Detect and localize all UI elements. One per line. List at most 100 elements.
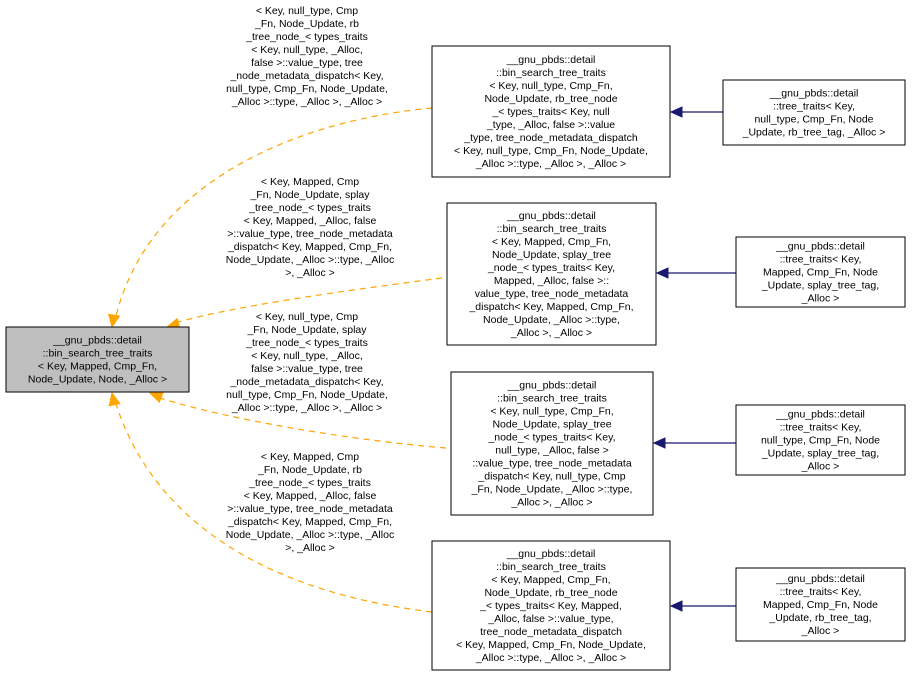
edge-label-line: < Key, Mapped, Cmp [261,451,359,463]
class-node-mid2[interactable]: __gnu_pbds::detail::bin_search_tree_trai… [446,202,657,346]
class-node-root[interactable]: __gnu_pbds::detail::bin_search_tree_trai… [5,326,190,393]
class-node-line: __gnu_pbds::detail [506,548,596,560]
template-arrowhead-icon [108,391,121,407]
class-node-line: null_type, Cmp_Fn, Node [754,114,873,126]
template-instantiation-edge [115,403,433,613]
class-node-line: _Update, splay_tree_tag, [761,448,879,460]
edge-label-line: < Key, null_type, Cmp [256,5,358,17]
edge-label-line: _node_metadata_dispatch< Key, [229,376,383,388]
class-node-line: Node_Update, rb_tree_node [484,93,617,105]
class-node-mid1[interactable]: __gnu_pbds::detail::bin_search_tree_trai… [431,45,671,178]
class-node-line: _< types_traits< Key, Mapped, [479,600,622,612]
class-node-line: _Update, rb_tree_tag, _Alloc > [742,127,886,139]
class-node-line: null_type, _Alloc, false > [495,445,609,457]
class-node-line: __gnu_pbds::detail [506,210,596,222]
class-node-line: _type, tree_node_metadata_dispatch [463,132,638,144]
class-node-line: __gnu_pbds::detail [775,241,865,253]
edge-label-line: >::value_type, tree_node_metadata [227,228,393,240]
class-node-right3[interactable]: __gnu_pbds::detail::tree_traits< Key,nul… [735,404,906,476]
class-node-line: _Alloc >::type, _Alloc >, _Alloc > [475,652,626,664]
inheritance-arrowhead-icon [669,106,683,118]
class-node-line: __gnu_pbds::detail [775,573,865,585]
class-node-right2[interactable]: __gnu_pbds::detail::tree_traits< Key,Map… [735,236,906,308]
class-node-line: Mapped, Cmp_Fn, Node [763,267,878,279]
template-arrowhead-icon [148,391,164,404]
template-arrowhead-icon [107,313,121,329]
class-node-line: _type, _Alloc, false >::value [486,119,615,131]
class-node-line: ::tree_traits< Key, [780,586,862,598]
class-node-line: _Alloc >, _Alloc > [510,327,592,339]
class-node-line: Node_Update, _Alloc >::type, [483,314,620,326]
inheritance-arrowhead-icon [652,437,666,449]
edge-label-line: _Alloc >::type, _Alloc >, _Alloc > [231,402,382,414]
edge-label-line: false >::value_type, tree [251,363,363,375]
inheritance-arrowhead-icon [669,600,683,612]
class-node-right4[interactable]: __gnu_pbds::detail::tree_traits< Key,Map… [735,567,906,642]
edge-labels-layer: < Key, null_type, Cmp_Fn, Node_Update, r… [226,5,394,554]
class-node-line: Mapped, _Alloc, false >:: [494,275,609,287]
template-instantiation-edge [159,397,447,449]
edge-label-line: Node_Update, _Alloc >::type, _Alloc [226,529,394,541]
class-node-line: ::bin_search_tree_traits [497,393,607,405]
class-node-line: _< types_traits< Key, null [491,106,609,118]
edge-label-line: _tree_node_< types_traits [245,337,368,349]
class-node-line: < Key, Mapped, Cmp_Fn, [492,236,611,248]
edge-label-line: _Fn, Node_Update, rb [257,464,362,476]
edge-label-mid1: < Key, null_type, Cmp_Fn, Node_Update, r… [226,5,388,108]
edge-label-line: _dispatch< Key, Mapped, Cmp_Fn, [227,241,392,253]
edge-label-line: >, _Alloc > [285,542,335,554]
edge-label-line: < Key, null_type, Cmp [256,311,358,323]
class-node-line: ::bin_search_tree_traits [43,348,153,360]
class-node-box [735,236,906,308]
class-node-line: ::value_type, tree_node_metadata [472,458,632,470]
class-node-line: < Key, Mapped, Cmp_Fn, Node_Update, [456,639,646,651]
edge-label-line: _Fn, Node_Update, rb [254,18,359,30]
class-node-line: ::tree_traits< Key, [780,422,862,434]
class-node-box [450,371,654,516]
edge-label-mid2: < Key, Mapped, Cmp_Fn, Node_Update, spla… [226,176,394,279]
class-node-line: _node_< types_traits< Key, [487,262,615,274]
class-node-line: _Alloc >::type, _Alloc >, _Alloc > [475,158,626,170]
class-node-mid3[interactable]: __gnu_pbds::detail::bin_search_tree_trai… [450,371,654,516]
class-node-line: ::bin_search_tree_traits [496,561,606,573]
nodes-layer: __gnu_pbds::detail::bin_search_tree_trai… [5,45,906,671]
edge-label-line: _tree_node_< types_traits [248,477,371,489]
edge-label-line: < Key, null_type, _Alloc, [251,350,363,362]
class-node-line: < Key, null_type, Cmp_Fn, Node_Update, [454,145,648,157]
class-node-right1[interactable]: __gnu_pbds::detail::tree_traits< Key,nul… [722,79,906,146]
edges-layer [107,106,736,613]
class-node-line: __gnu_pbds::detail [769,88,859,100]
class-node-line: Mapped, Cmp_Fn, Node [763,599,878,611]
edge-label-line: Node_Update, _Alloc >::type, _Alloc [226,254,394,266]
edge-label-line: < Key, null_type, _Alloc, [251,44,363,56]
class-node-line: __gnu_pbds::detail [52,335,142,347]
class-node-line: null_type, Cmp_Fn, Node [761,435,880,447]
class-node-line: < Key, null_type, Cmp_Fn, [490,406,613,418]
class-node-box [735,404,906,476]
edge-label-line: < Key, Mapped, _Alloc, false [244,490,377,502]
class-node-line: _Update, splay_tree_tag, [761,280,879,292]
edge-label-line: false >::value_type, tree [251,57,363,69]
edge-label-line: _tree_node_< types_traits [248,202,371,214]
class-node-mid4[interactable]: __gnu_pbds::detail::bin_search_tree_trai… [431,540,671,671]
edge-label-line: < Key, Mapped, Cmp [261,176,359,188]
class-node-line: _dispatch< Key, null_type, Cmp [477,471,625,483]
class-node-line: ::tree_traits< Key, [773,101,855,113]
class-node-line: __gnu_pbds::detail [775,409,865,421]
class-node-box [722,79,906,146]
edge-label-mid3: < Key, null_type, Cmp_Fn, Node_Update, s… [226,311,388,414]
class-node-box [735,567,906,642]
edge-label-line: >::value_type, tree_node_metadata [227,503,393,515]
class-node-line: Node_Update, rb_tree_node [484,587,617,599]
edge-label-line: _Fn, Node_Update, splay [249,189,370,201]
class-node-line: < Key, null_type, Cmp_Fn, [489,80,612,92]
class-node-line: _Update, rb_tree_tag, [768,612,871,624]
class-node-line: _Fn, Node_Update, _Alloc >::type, [471,484,633,496]
class-node-line: __gnu_pbds::detail [506,54,596,66]
class-node-line: value_type, tree_node_metadata [475,288,629,300]
class-node-line: _Alloc > [801,461,840,473]
class-node-line: < Key, Mapped, Cmp_Fn, [491,574,610,586]
class-node-line: ::tree_traits< Key, [780,254,862,266]
template-instantiation-edge [177,277,443,323]
